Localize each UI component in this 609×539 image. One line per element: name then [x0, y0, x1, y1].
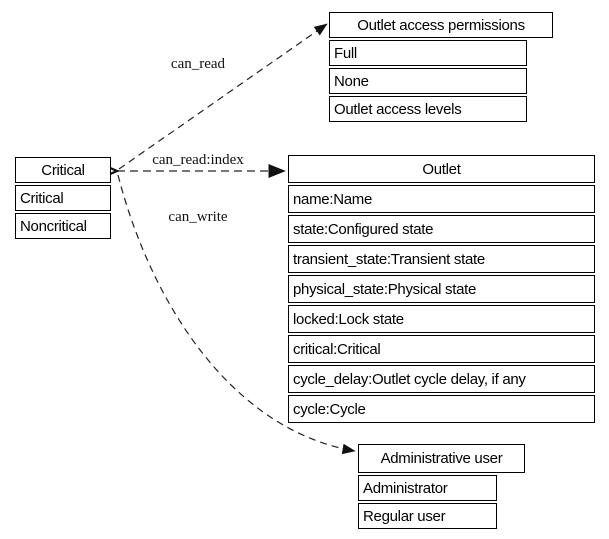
node-critical-row-1: Noncritical	[15, 213, 111, 239]
node-critical: Critical Critical Noncritical	[15, 157, 111, 241]
node-outlet-access-permissions: Outlet access permissions Full None Outl…	[329, 12, 553, 124]
node-outlet-row-5: critical:Critical	[288, 335, 595, 363]
node-outlet-row-2: transient_state:Transient state	[288, 245, 595, 273]
can-read-arrow	[118, 23, 328, 170]
node-outlet-row-1: state:Configured state	[288, 215, 595, 243]
node-outlet-access-permissions-header: Outlet access permissions	[329, 12, 553, 38]
can-write-arrow	[117, 174, 356, 455]
node-critical-row-0: Critical	[15, 185, 111, 211]
node-outlet-access-permissions-row-1: None	[329, 68, 527, 94]
node-outlet: Outlet name:Name state:Configured state …	[288, 155, 595, 425]
node-outlet-row-7: cycle:Cycle	[288, 395, 595, 423]
edge-label-can-write: can_write	[168, 209, 228, 225]
node-outlet-row-0: name:Name	[288, 185, 595, 213]
node-critical-header: Critical	[15, 157, 111, 183]
node-administrative-user-row-1: Regular user	[358, 503, 497, 529]
node-outlet-access-permissions-row-0: Full	[329, 40, 527, 66]
edge-label-can-read-index: can_read:index	[152, 152, 244, 168]
node-administrative-user-row-0: Administrator	[358, 475, 497, 501]
node-outlet-row-3: physical_state:Physical state	[288, 275, 595, 303]
node-outlet-row-4: locked:Lock state	[288, 305, 595, 333]
node-administrative-user-header: Administrative user	[358, 444, 525, 473]
node-administrative-user: Administrative user Administrator Regula…	[358, 444, 525, 531]
node-outlet-access-permissions-row-2: Outlet access levels	[329, 96, 527, 122]
node-outlet-row-6: cycle_delay:Outlet cycle delay, if any	[288, 365, 595, 393]
edge-label-can-read: can_read	[170, 56, 226, 72]
node-outlet-header: Outlet	[288, 155, 595, 183]
